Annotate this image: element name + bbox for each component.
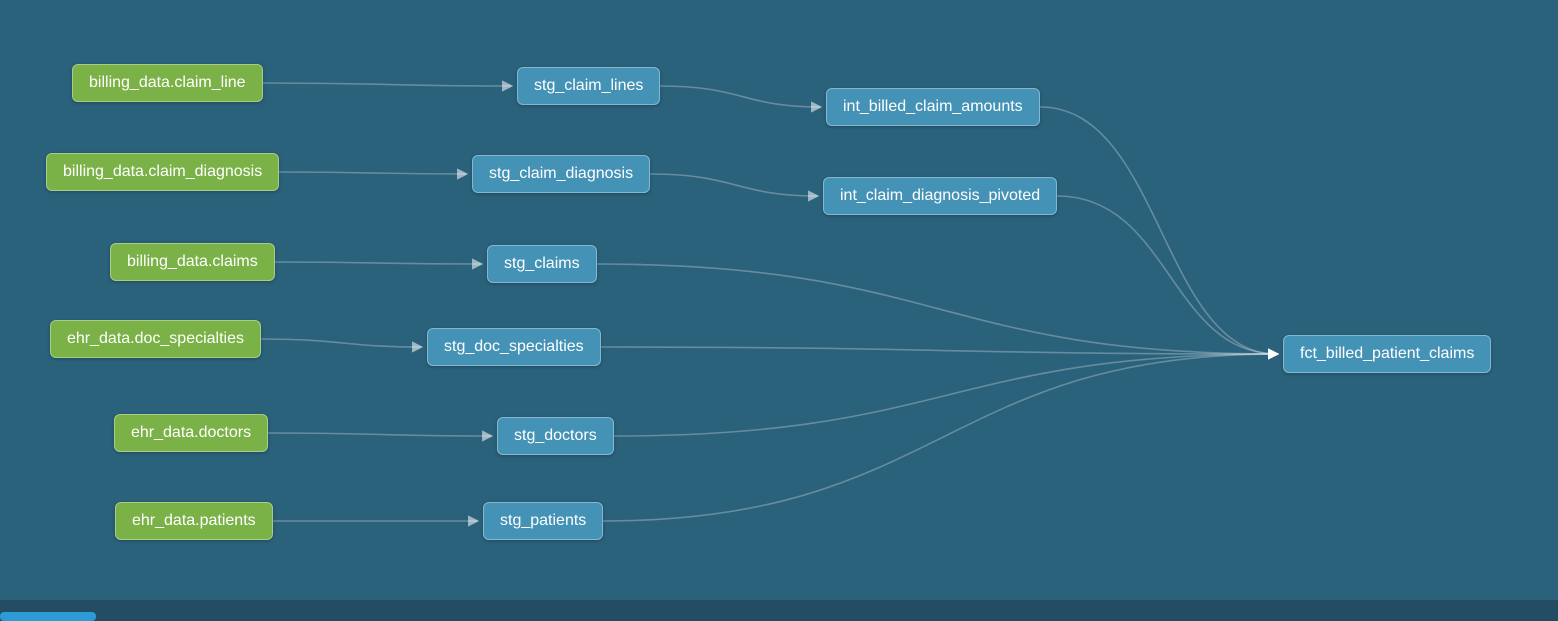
edge-src_doctors-to-stg_doctors (267, 430, 494, 442)
edge-stg_doctors-to-fct_billed_patient_claims (613, 348, 1280, 437)
graph-node-src_doctors[interactable]: ehr_data.doctors (114, 414, 269, 452)
edge-src_doc_specialties-to-stg_doc_specialties (260, 338, 424, 353)
graph-node-fct_billed_patient_claims[interactable]: fct_billed_patient_claims (1283, 335, 1492, 373)
graph-node-src_claim_diagnosis[interactable]: billing_data.claim_diagnosis (46, 153, 280, 191)
edge-stg_claim_lines-to-int_billed_claim_amounts (659, 85, 823, 113)
edge-stg_claims-to-fct_billed_patient_claims (596, 263, 1280, 360)
edge-stg_claim_diagnosis-to-int_claim_diagnosis_pivoted (649, 173, 820, 202)
graph-node-src_patients[interactable]: ehr_data.patients (115, 502, 273, 540)
edge-stg_patients-to-fct_billed_patient_claims (602, 348, 1280, 522)
edge-int_claim_diagnosis_pivoted-to-fct_billed_patient_claims (1056, 195, 1280, 360)
edge-src_claims-to-stg_claims (274, 258, 484, 270)
graph-node-src_claims[interactable]: billing_data.claims (110, 243, 275, 281)
graph-node-src_doc_specialties[interactable]: ehr_data.doc_specialties (50, 320, 262, 358)
horizontal-scrollbar-thumb[interactable] (0, 612, 96, 621)
graph-node-stg_claims[interactable]: stg_claims (487, 245, 597, 283)
graph-node-int_billed_claim_amounts[interactable]: int_billed_claim_amounts (826, 88, 1040, 126)
edge-src_claim_line-to-stg_claim_lines (262, 80, 514, 92)
edge-src_claim_diagnosis-to-stg_claim_diagnosis (278, 168, 469, 180)
edge-int_billed_claim_amounts-to-fct_billed_patient_claims (1039, 106, 1280, 360)
graph-node-stg_doctors[interactable]: stg_doctors (497, 417, 614, 455)
graph-node-stg_claim_diagnosis[interactable]: stg_claim_diagnosis (472, 155, 651, 193)
graph-node-stg_claim_lines[interactable]: stg_claim_lines (517, 67, 661, 105)
graph-node-stg_doc_specialties[interactable]: stg_doc_specialties (427, 328, 601, 366)
horizontal-scrollbar-track[interactable] (0, 600, 1558, 621)
graph-node-src_claim_line[interactable]: billing_data.claim_line (72, 64, 263, 102)
edge-stg_doc_specialties-to-fct_billed_patient_claims (600, 346, 1280, 360)
graph-node-stg_patients[interactable]: stg_patients (483, 502, 604, 540)
graph-node-int_claim_diagnosis_pivoted[interactable]: int_claim_diagnosis_pivoted (823, 177, 1058, 215)
